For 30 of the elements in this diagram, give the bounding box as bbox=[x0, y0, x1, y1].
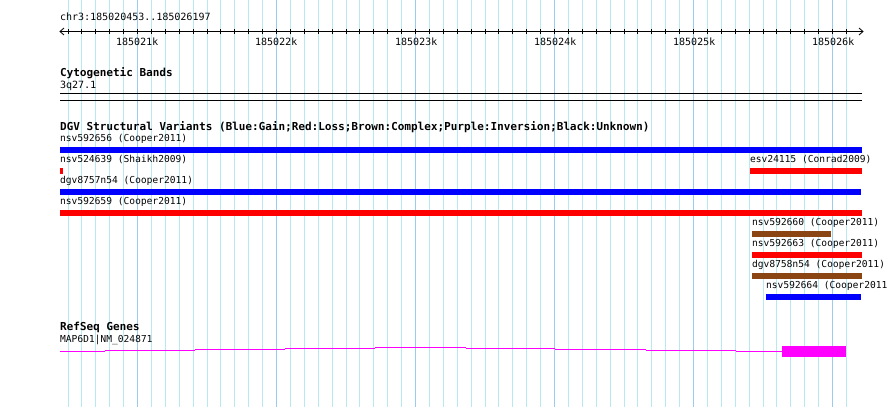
variant-label: dgv8757n54 (Cooper2011) bbox=[60, 175, 193, 186]
variant-feature bbox=[60, 196, 862, 216]
tick-label: 185023k bbox=[395, 37, 438, 48]
variant-feature bbox=[750, 154, 872, 174]
variant-label: nsv592664 (Cooper2011 bbox=[766, 280, 888, 291]
variant-feature bbox=[766, 280, 888, 300]
variant-feature bbox=[60, 133, 862, 153]
variant-feature bbox=[60, 154, 188, 174]
variant-label: dgv8758n54 (Cooper2011) bbox=[752, 259, 885, 270]
variant-label: nsv524639 (Shaikh2009) bbox=[60, 154, 188, 165]
variant-feature bbox=[60, 175, 861, 195]
tick-label: 185026k bbox=[812, 37, 854, 48]
tick-label: 185021k bbox=[116, 37, 158, 48]
variant-feature bbox=[752, 259, 885, 279]
gene-feature bbox=[60, 334, 846, 358]
track-title: DGV Structural Variants (Blue:Gain;Red:Loss;Brown:Complex;Purple:Inversion;Black:Unknown) bbox=[60, 121, 650, 132]
band-label: 3q27.1 bbox=[60, 80, 96, 91]
gene-label: MAP6D1|NM_024871 bbox=[60, 334, 152, 345]
variant-label: nsv592659 (Cooper2011) bbox=[60, 196, 188, 207]
tick-label: 185024k bbox=[534, 37, 576, 48]
tick-label: 185025k bbox=[673, 37, 716, 48]
tick-label: 185022k bbox=[255, 37, 298, 48]
coordinate-title: chr3:185020453..185026197 bbox=[60, 12, 211, 23]
variant-feature bbox=[752, 217, 880, 237]
variant-label: nsv592660 (Cooper2011) bbox=[752, 217, 880, 228]
track-title: Cytogenetic Bands bbox=[60, 67, 173, 78]
variant-feature bbox=[752, 238, 880, 258]
variant-label: esv24115 (Conrad2009) bbox=[750, 154, 872, 165]
variant-label: nsv592663 (Cooper2011) bbox=[752, 238, 880, 249]
variant-label: nsv592656 (Cooper2011) bbox=[60, 133, 188, 144]
